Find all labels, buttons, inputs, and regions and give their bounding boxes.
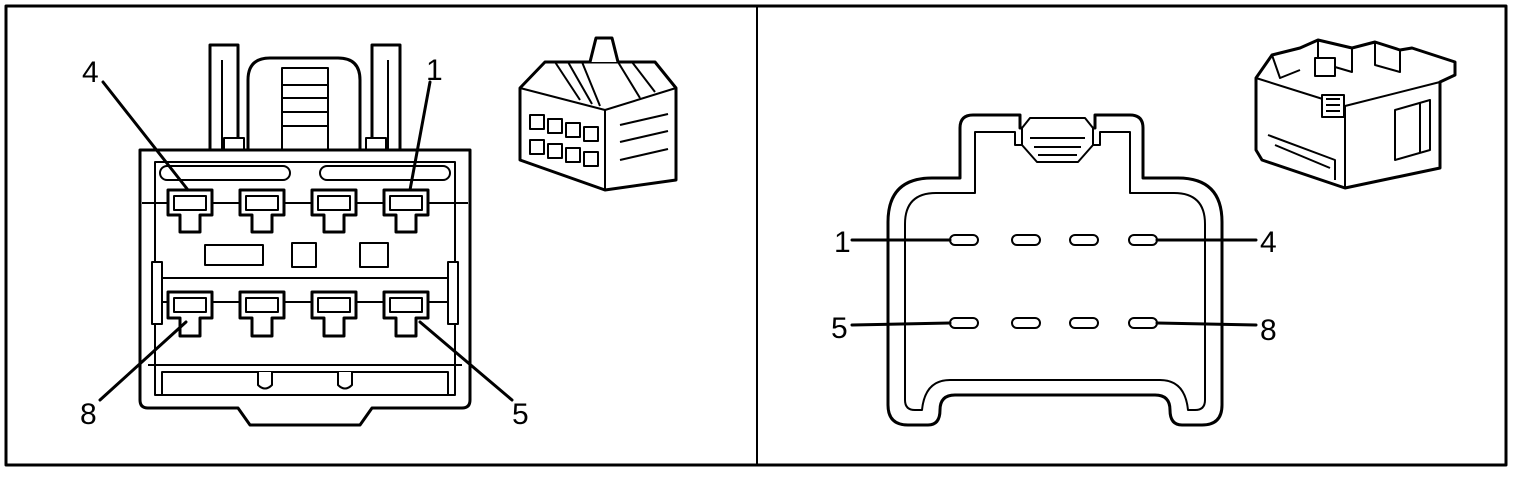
pin-label-5-right: 5	[831, 312, 848, 345]
pin-label-1-right: 1	[834, 226, 851, 259]
pin-label-4: 4	[82, 56, 99, 89]
leader-line-pin-5	[418, 320, 514, 402]
harness-connector-iso-view	[518, 36, 678, 192]
leader-line-pin-1	[408, 80, 432, 192]
pin-label-5: 5	[512, 398, 529, 431]
leader-line-pin-8	[98, 320, 188, 402]
pin-label-4-right: 4	[1260, 226, 1277, 259]
leader-line-pin-4	[101, 80, 190, 192]
pin-label-8: 8	[80, 398, 97, 431]
upper-terminal-row	[166, 188, 430, 234]
pin-label-8-right: 8	[1260, 314, 1277, 347]
leader-line-pin-5-right	[850, 321, 952, 327]
harness-connector-face	[138, 43, 472, 427]
pin-label-1: 1	[426, 54, 443, 87]
leader-line-pin-8-right	[1155, 321, 1258, 327]
component-connector-iso-view	[1254, 38, 1457, 190]
lower-terminal-row	[166, 290, 430, 338]
pin-cavity-row-bottom	[949, 317, 1158, 329]
iso-cavity-grid	[529, 114, 599, 167]
component-connector-face	[886, 113, 1224, 427]
